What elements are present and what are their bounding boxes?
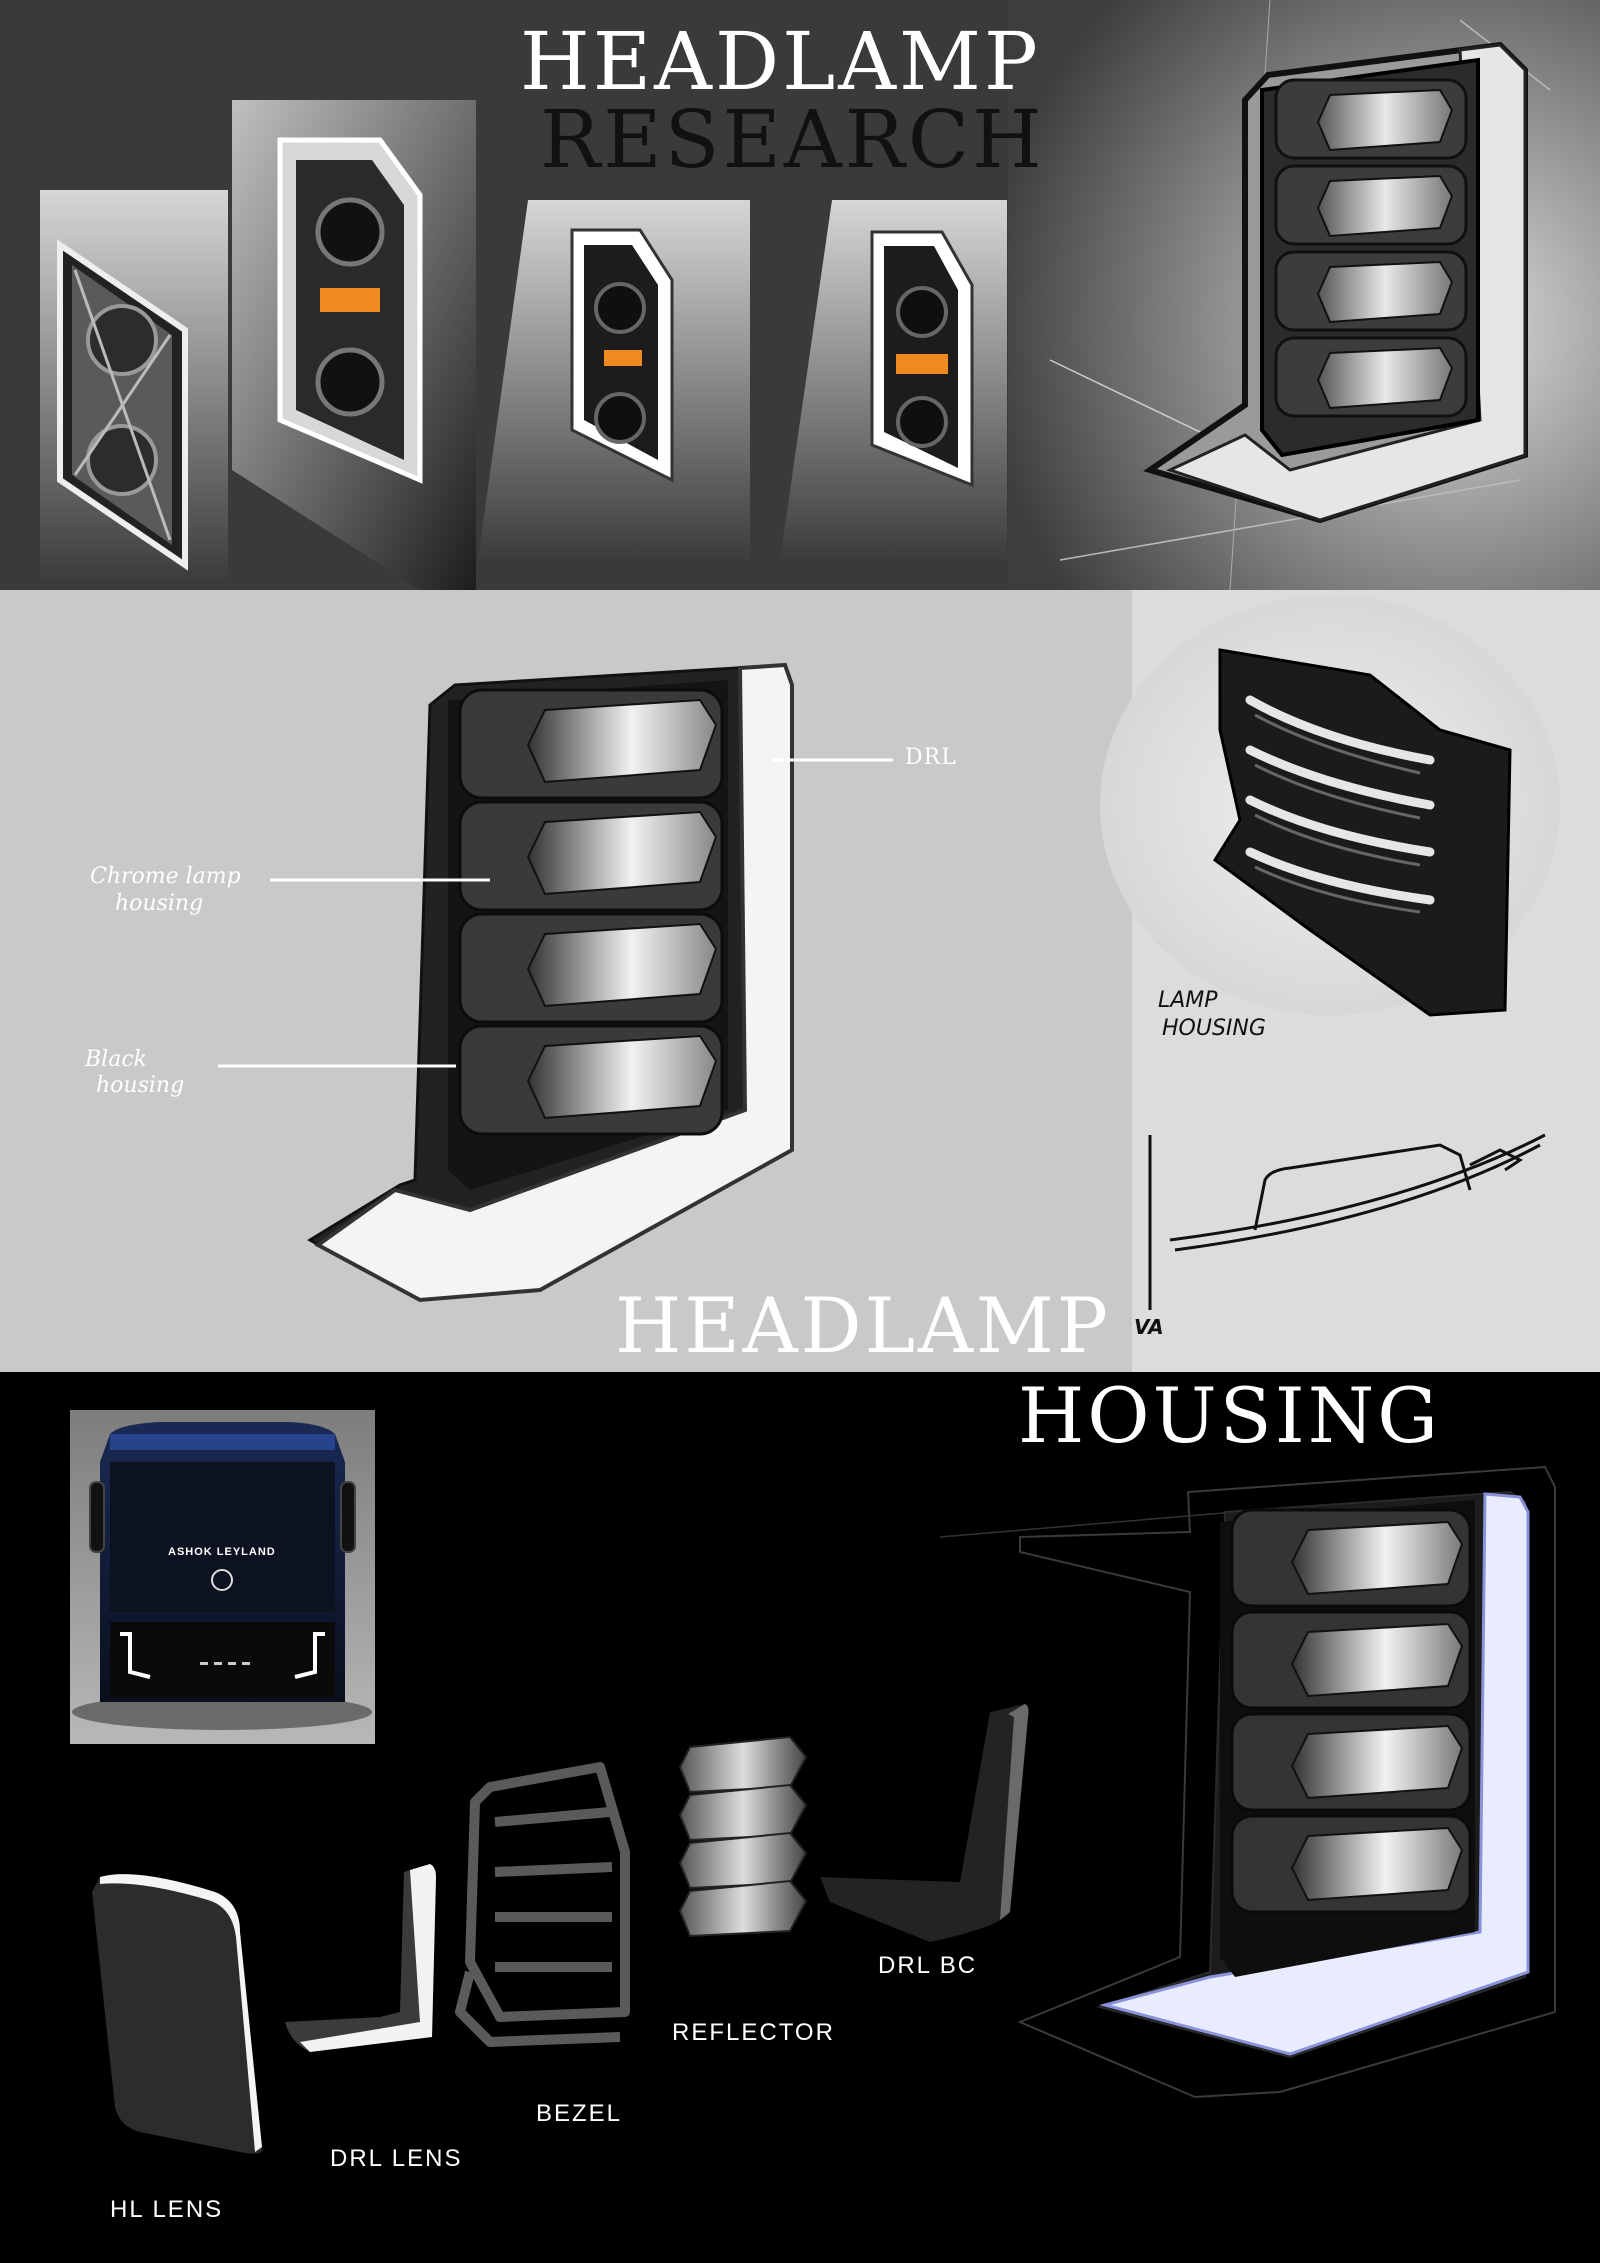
annotated-sketch-section: DRL Chrome lamp housing Black housing LA… (0, 590, 1600, 1372)
component-label-hl-lens: HL LENS (110, 2196, 224, 2223)
callout-chrome-line2: housing (115, 891, 204, 916)
truck-badge: ASHOK LEYLAND (168, 1546, 276, 1558)
research-title-line1: HEADLAMP (520, 15, 1041, 108)
housing-title-line1: HEADLAMP (615, 1281, 1111, 1370)
research-title-line2: RESEARCH (540, 93, 1045, 186)
side-profile-sketch (1148, 1133, 1546, 1310)
housing-renders (70, 1410, 1556, 2154)
housing-hero-render (939, 1465, 1556, 2099)
bezel-part (455, 1762, 630, 2047)
housing-section: HOUSING ASHOK LEYLAND HL LENS DRL LENS B… (0, 1372, 1600, 2263)
drl-lens-part (285, 1864, 436, 2052)
housing-title-line2: HOUSING (1018, 1372, 1441, 1460)
research-sketch-3 (478, 200, 750, 560)
research-section: HEADLAMP RESEARCH (0, 0, 1600, 590)
callout-lamp-housing-line1: LAMP (1158, 988, 1218, 1013)
research-sketch-2 (232, 100, 476, 590)
callout-black-line2: housing (96, 1073, 185, 1098)
research-hero-sketch (1008, 0, 1600, 590)
component-label-drl-lens: DRL LENS (330, 2145, 463, 2172)
lamp-housing-sketch (1212, 648, 1512, 1017)
research-sketch-1 (40, 190, 228, 580)
reflector-part (678, 1735, 808, 1938)
truck-photo (70, 1410, 375, 1744)
research-sketch-4 (780, 200, 1007, 560)
drl-bc-part (820, 1704, 1029, 1942)
callout-black-line1: Black (85, 1047, 147, 1072)
research-sketches (40, 0, 1600, 590)
callout-drl: DRL (905, 745, 957, 770)
component-label-reflector: REFLECTOR (672, 2019, 835, 2046)
callout-va: VA (1134, 1315, 1164, 1339)
component-label-bezel: BEZEL (536, 2100, 623, 2127)
hl-lens-part (92, 1874, 263, 2154)
annotated-headlamp (307, 662, 794, 1303)
component-label-drl-bc: DRL BC (878, 1952, 978, 1979)
callout-chrome-line1: Chrome lamp (90, 864, 241, 889)
callout-lamp-housing-line2: HOUSING (1162, 1016, 1266, 1041)
annotated-sketches (218, 590, 1600, 1372)
